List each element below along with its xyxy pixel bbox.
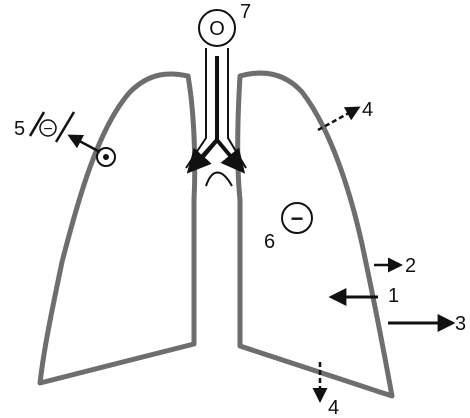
bronchi-arrow — [192, 56, 242, 170]
label-3: 3 — [455, 313, 466, 335]
carina — [206, 173, 232, 187]
arrow-5 — [70, 136, 100, 152]
label-1: 1 — [388, 285, 399, 307]
label-5: 5 — [14, 118, 25, 140]
puncture-site-dot — [103, 154, 109, 160]
label-6: 6 — [264, 231, 275, 253]
atmospheric-negative-sign: − — [43, 121, 52, 138]
label-4-upper: 4 — [362, 99, 373, 121]
intrapleural-negative-sign: − — [291, 206, 304, 231]
airway-opening-symbol: O — [209, 18, 225, 40]
label-2: 2 — [405, 255, 416, 277]
label-4-lower: 4 — [328, 397, 339, 418]
right-lung — [238, 73, 392, 396]
mediastinum-gap — [197, 190, 235, 418]
label-7: 7 — [240, 1, 251, 23]
left-lung — [40, 74, 195, 383]
